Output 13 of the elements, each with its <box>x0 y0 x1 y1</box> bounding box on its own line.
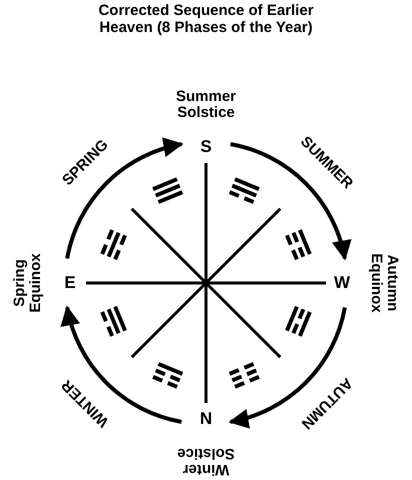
arrow <box>65 138 184 259</box>
arrow <box>62 306 182 424</box>
title: Corrected Sequence of Earlier Heaven (8 Phases of the Year) <box>97 2 315 36</box>
arrow <box>228 307 347 428</box>
compass-letter: E <box>60 274 80 292</box>
node-label: Summer Solstice <box>174 89 238 121</box>
compass-letter: N <box>196 410 216 428</box>
arrow <box>230 142 350 260</box>
compass-letter: W <box>332 274 352 292</box>
compass-letter: S <box>196 138 216 156</box>
node-label: Autumn Equinox <box>368 252 400 315</box>
node-label: Spring Equinox <box>12 252 44 315</box>
node-label: Winter Solstice <box>176 445 236 477</box>
